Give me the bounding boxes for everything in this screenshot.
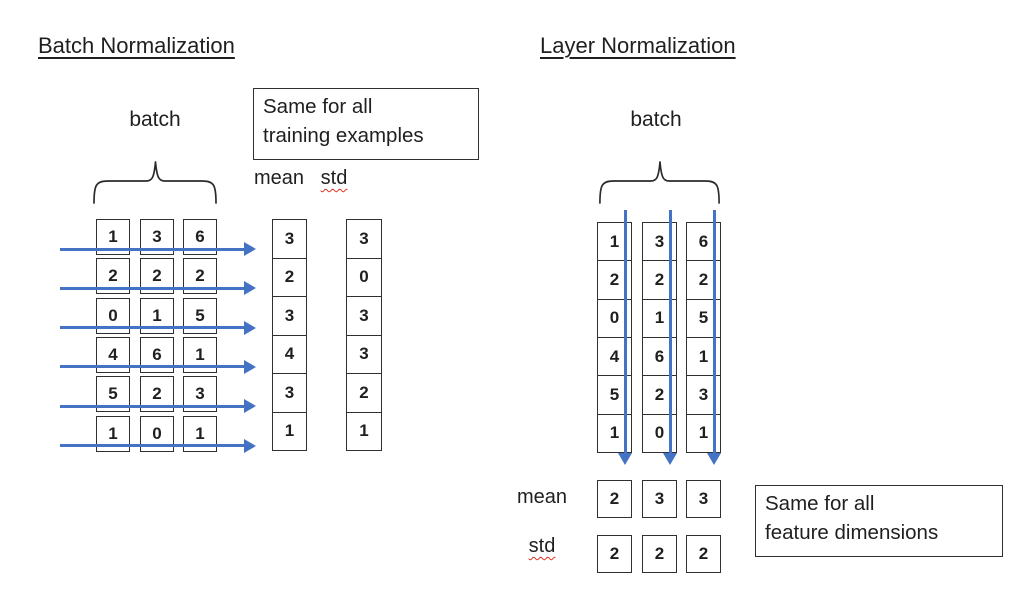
mean-cell: 3: [273, 297, 306, 336]
mean-label-left: mean: [253, 167, 305, 189]
batch-norm-title: Batch Normalization: [38, 33, 235, 58]
layer-mean-cell: 3: [686, 480, 721, 518]
layer-std-cell: 2: [642, 535, 677, 573]
layer-matrix-cell: 2: [643, 376, 676, 415]
layer-matrix-cell: 4: [598, 338, 631, 377]
layer-matrix-cell: 2: [598, 261, 631, 300]
std-cell: 1: [359, 421, 369, 441]
std-cell: 2: [347, 374, 381, 413]
batch-label-left: batch: [129, 108, 181, 131]
mean-cell: 3: [273, 374, 306, 413]
col-mean-arrow: [618, 210, 632, 465]
col-mean-arrow: [663, 210, 677, 465]
col-mean-arrow: [707, 210, 721, 465]
mean-cell: 3: [273, 220, 306, 259]
layer-matrix-cell: 5: [598, 376, 631, 415]
layer-matrix-cell: 3: [687, 376, 720, 415]
layer-matrix-cell: 5: [687, 300, 720, 338]
mean-cell: 2: [273, 259, 306, 297]
note-line: Same for all: [263, 95, 373, 118]
layer-matrix-cell: 3: [643, 223, 676, 262]
mean-cell: 4: [273, 336, 306, 374]
row-mean-arrow: [60, 242, 256, 256]
layer-matrix-cell: 1: [643, 300, 676, 338]
layer-mean-cell: 2: [597, 480, 632, 518]
row-mean-arrow: [60, 399, 256, 414]
std-cell: 3: [347, 336, 381, 374]
note-line: training examples: [263, 124, 424, 147]
layer-mean-cell: 3: [642, 480, 677, 518]
brace-icon-left: [93, 161, 217, 204]
layer-std-cell: 2: [597, 535, 632, 573]
layer-matrix-cell: 0: [654, 423, 665, 443]
row-mean-arrow: [60, 320, 256, 335]
layer-matrix-cell: 0: [598, 300, 631, 338]
note-box-left: Same for all training examples: [253, 88, 479, 160]
layer-matrix-cell: 1: [698, 423, 709, 443]
row-mean-arrow: [60, 359, 256, 374]
note-line: Same for all: [765, 492, 875, 515]
std-cell: 3: [347, 220, 381, 259]
layer-matrix-cell: 6: [687, 223, 720, 262]
row-mean-arrow: [60, 281, 256, 296]
layer-matrix-cell: 1: [598, 223, 631, 262]
note-line: feature dimensions: [765, 521, 939, 544]
std-cell: 3: [347, 297, 381, 336]
std-label-right: std: [528, 535, 556, 557]
std-cell: 0: [347, 259, 381, 297]
note-box-right: Same for all feature dimensions: [755, 485, 1003, 557]
row-mean-arrow: [60, 438, 256, 453]
layer-norm-title: Layer Normalization: [540, 33, 736, 58]
mean-cell: 1: [284, 421, 295, 441]
layer-std-cell: 2: [686, 535, 721, 573]
std-label-left: std: [320, 167, 348, 189]
layer-matrix-cell: 1: [609, 423, 620, 443]
layer-matrix-cell: 6: [643, 338, 676, 377]
brace-icon-right: [599, 161, 720, 204]
layer-matrix-cell: 2: [687, 261, 720, 300]
layer-matrix-cell: 2: [643, 261, 676, 300]
layer-matrix-cell: 1: [687, 338, 720, 377]
batch-label-right: batch: [630, 108, 682, 131]
mean-label-right: mean: [516, 486, 568, 508]
